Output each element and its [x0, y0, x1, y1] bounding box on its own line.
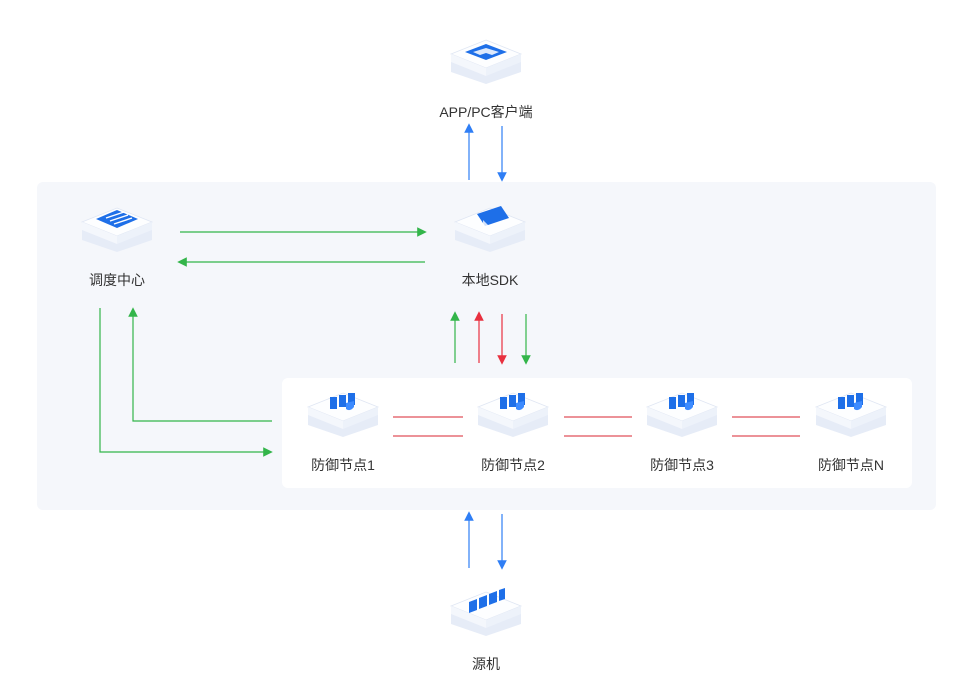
defense-node-2-label: 防御节点2 [481, 457, 545, 473]
defense-node-3-label: 防御节点3 [650, 457, 714, 473]
sdk-label: 本地SDK [461, 272, 519, 288]
dispatch-to-defense-arrow [99, 308, 273, 457]
defense-node-n-label: 防御节点N [817, 457, 885, 473]
dispatch-label: 调度中心 [89, 272, 145, 288]
origin-node: 源机 [431, 588, 541, 674]
defense-node-1: 防御节点1 [288, 389, 398, 475]
server-rack-icon [449, 588, 523, 636]
server-shield-icon [814, 392, 888, 437]
sdk-node: 本地SDK [435, 204, 545, 290]
client-label: APP/PC客户端 [439, 104, 533, 120]
control-panel-icon [80, 207, 154, 252]
window-icon [449, 39, 523, 84]
server-shield-icon [645, 392, 719, 437]
server-shield-icon [476, 392, 550, 437]
defense-nodes-group [282, 378, 912, 488]
server-shield-icon [306, 392, 380, 437]
sdk-icon [453, 206, 527, 252]
origin-label: 源机 [472, 656, 500, 672]
defense-node-1-label: 防御节点1 [311, 457, 375, 473]
defense-to-dispatch-arrow [128, 307, 272, 422]
defense-node-3: 防御节点3 [627, 389, 737, 475]
dispatch-node: 调度中心 [62, 204, 172, 290]
defense-node-n: 防御节点N [796, 389, 906, 475]
defense-node-2: 防御节点2 [458, 389, 568, 475]
client-node: APP/PC客户端 [431, 36, 541, 122]
